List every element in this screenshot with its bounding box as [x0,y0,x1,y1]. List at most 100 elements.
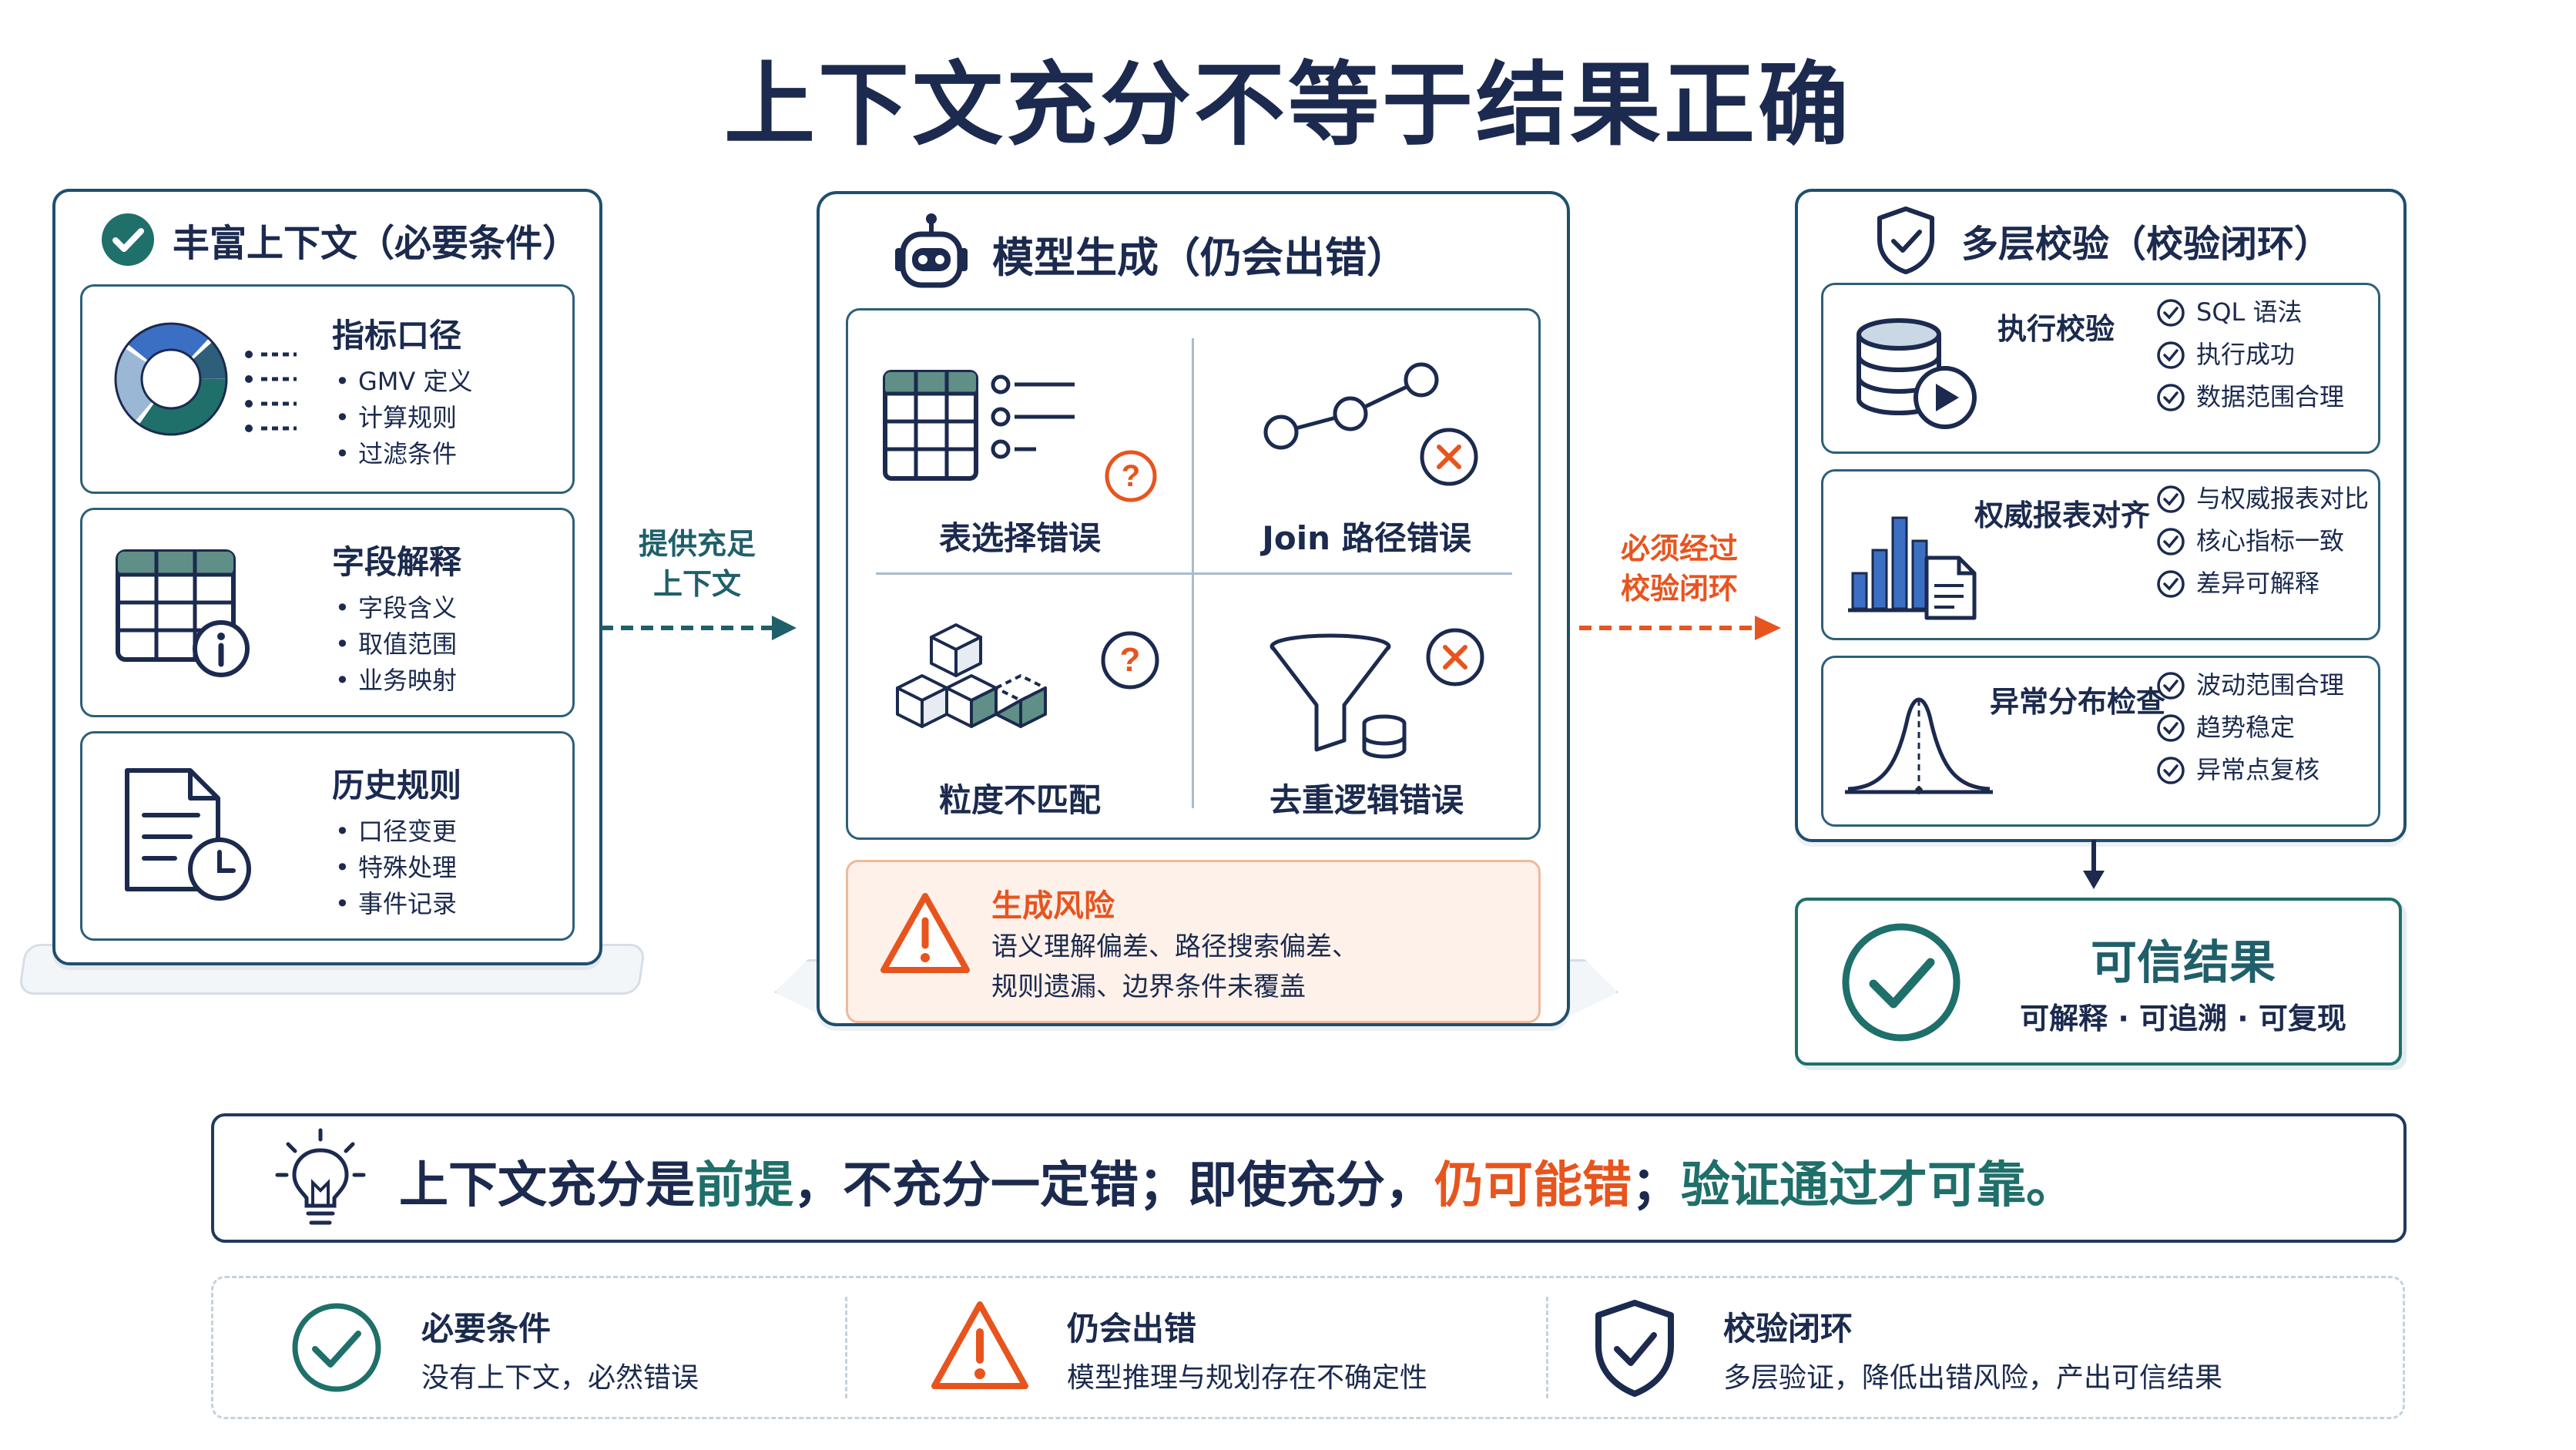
document-clock-icon [125,768,251,901]
list-item: 业务映射 [335,663,457,699]
shield-check-icon [1877,206,1934,274]
list-item: 字段含义 [335,590,457,626]
footer-item-desc: 没有上下文，必然错误 [421,1362,699,1394]
list-item: 特殊处理 [335,850,457,886]
check-circle-icon [2157,713,2185,742]
cell-table-selection-label: 表选择错误 [938,519,1101,557]
summary-bar: 上下文充分是前提，不充分一定错；即使充分，仍可能错；验证通过才可靠。 [211,1113,2407,1243]
svg-text:?: ? [1120,641,1141,679]
footer-divider [1546,1297,1548,1398]
list-item: 过滤条件 [335,436,472,472]
list-item: 口径变更 [335,814,457,850]
x-circle-icon [1426,628,1484,686]
question-icon: ? [1101,631,1159,690]
report-alignment-card: 权威报表对齐 与权威报表对比 核心指标一致 差异可解释 [1821,469,2380,640]
check-circle-icon [2157,569,2185,598]
page-title: 上下文充分不等于结果正确 [723,52,1852,158]
check-item: SQL 语法 [2156,291,2344,334]
execution-check-card: 执行校验 SQL 语法 执行成功 数据范围合理 [1821,283,2380,454]
field-explanation-title: 字段解释 [332,543,462,581]
error-grid-card: ? 表选择错误 Join 路径错误 [846,308,1541,840]
table-icon [116,549,250,677]
cell-dedup-logic-label: 去重逻辑错误 [1269,781,1464,819]
robot-icon [895,213,968,288]
distribution-check-title: 异常分布检查 [1990,685,2166,719]
list-item: 取值范围 [335,626,457,663]
middle-panel-heading: 模型生成（仍会出错） [992,233,1408,282]
warning-icon [880,893,970,973]
line-nodes-icon [1263,362,1439,450]
field-explanation-card: 字段解释 字段含义 取值范围 业务映射 [80,508,575,717]
distribution-check-card: 异常分布检查 波动范围合理 趋势稳定 异常点复核 [1821,656,2380,827]
bell-curve-icon [1845,697,1993,794]
left-panel-heading-sub: （必要条件） [357,222,580,265]
info-icon [193,620,250,677]
metric-definition-title: 指标口径 [332,317,462,354]
cubes-icon [896,623,1047,728]
footer-item-title: 校验闭环 [1723,1310,1853,1348]
check-circle-icon [292,1303,381,1392]
svg-text:?: ? [1122,459,1140,493]
check-item: 异常点复核 [2156,749,2344,791]
left-panel: 丰富上下文 （必要条件） 指标口径 GMV 定义 计算规则 过滤条件 [52,189,602,965]
question-icon: ? [1105,450,1157,502]
footer-bar: 必要条件 没有上下文，必然错误 仍会出错 模型推理与规划存在不确定性 校验闭环 … [211,1276,2405,1419]
check-circle-icon [2157,298,2185,327]
check-circle-icon [2157,341,2185,369]
check-item: 数据范围合理 [2156,376,2344,418]
shield-check-icon [1595,1300,1674,1397]
report-alignment-title: 权威报表对齐 [1974,498,2151,532]
check-item: 与权威报表对比 [2156,478,2369,520]
cell-join-path-label: Join 路径错误 [1262,519,1471,557]
list-item: GMV 定义 [335,364,472,400]
list-item: 计算规则 [335,400,472,436]
check-circle-icon [2157,383,2185,411]
check-item: 执行成功 [2156,334,2344,376]
result-subtitle: 可解释 · 可追溯 · 可复现 [2020,1002,2346,1035]
x-circle-icon [1420,428,1478,486]
footer-divider [845,1297,847,1398]
right-panel: 多层校验（校验闭环） 执行校验 SQL 语法 执行成功 数据范围合理 [1795,189,2407,842]
right-panel-header: 多层校验（校验闭环） [1875,206,2331,275]
warning-icon [931,1301,1028,1389]
history-rules-title: 历史规则 [332,767,462,804]
check-circle-icon [2157,485,2185,513]
result-title: 可信结果 [2091,936,2276,990]
history-rules-card: 历史规则 口径变更 特殊处理 事件记录 [80,731,575,941]
footer-item-desc: 模型推理与规划存在不确定性 [1067,1362,1428,1394]
middle-panel-header: 模型生成（仍会出错） [889,211,1408,296]
middle-panel: 模型生成（仍会出错） ? 表选择错误 Join 路径错误 [817,191,1570,1026]
footer-item-title: 必要条件 [421,1310,552,1348]
footer-item-desc: 多层验证，降低出错风险，产出可信结果 [1723,1362,2223,1394]
check-circle-icon [2157,671,2185,700]
cell-granularity-label: 粒度不匹配 [938,781,1101,819]
check-item: 核心指标一致 [2156,520,2369,562]
metric-definition-card: 指标口径 GMV 定义 计算规则 过滤条件 [80,284,575,494]
lightbulb-icon [275,1128,366,1225]
list-icon [245,351,297,432]
grid-divider-horizontal [876,572,1512,575]
arrow1-label: 提供充足 上下文 [638,527,756,601]
risk-description: 语义理解偏差、路径搜索偏差、 规则遗漏、边界条件未覆盖 [991,931,1358,1002]
left-panel-header: 丰富上下文 （必要条件） [100,212,579,267]
funnel-icon [1270,633,1407,759]
bar-report-icon [1848,516,1977,620]
generation-risk-box: 生成风险 语义理解偏差、路径搜索偏差、 规则遗漏、边界条件未覆盖 [846,860,1541,1023]
table-icon [883,370,1075,481]
risk-title: 生成风险 [991,888,1115,924]
check-item: 差异可解释 [2156,562,2369,605]
donut-chart-icon [114,322,228,436]
list-item: 事件记录 [335,886,457,922]
database-play-icon [1857,318,1977,429]
trusted-result-box: 可信结果 可解释 · 可追溯 · 可复现 [1795,898,2402,1066]
left-panel-heading: 丰富上下文 [173,222,358,265]
footer-item-title: 仍会出错 [1067,1310,1197,1348]
execution-check-title: 执行校验 [1997,312,2115,346]
check-item: 波动范围合理 [2156,664,2344,707]
arrow2-label: 必须经过 校验闭环 [1620,532,1738,606]
arrow-right-2 [1579,616,1781,640]
summary-text: 上下文充分是前提，不充分一定错；即使充分，仍可能错；验证通过才可靠。 [399,1157,2075,1214]
arrow-right-1 [601,616,797,640]
check-circle-icon [2157,527,2185,555]
arrow-down [2083,840,2105,889]
